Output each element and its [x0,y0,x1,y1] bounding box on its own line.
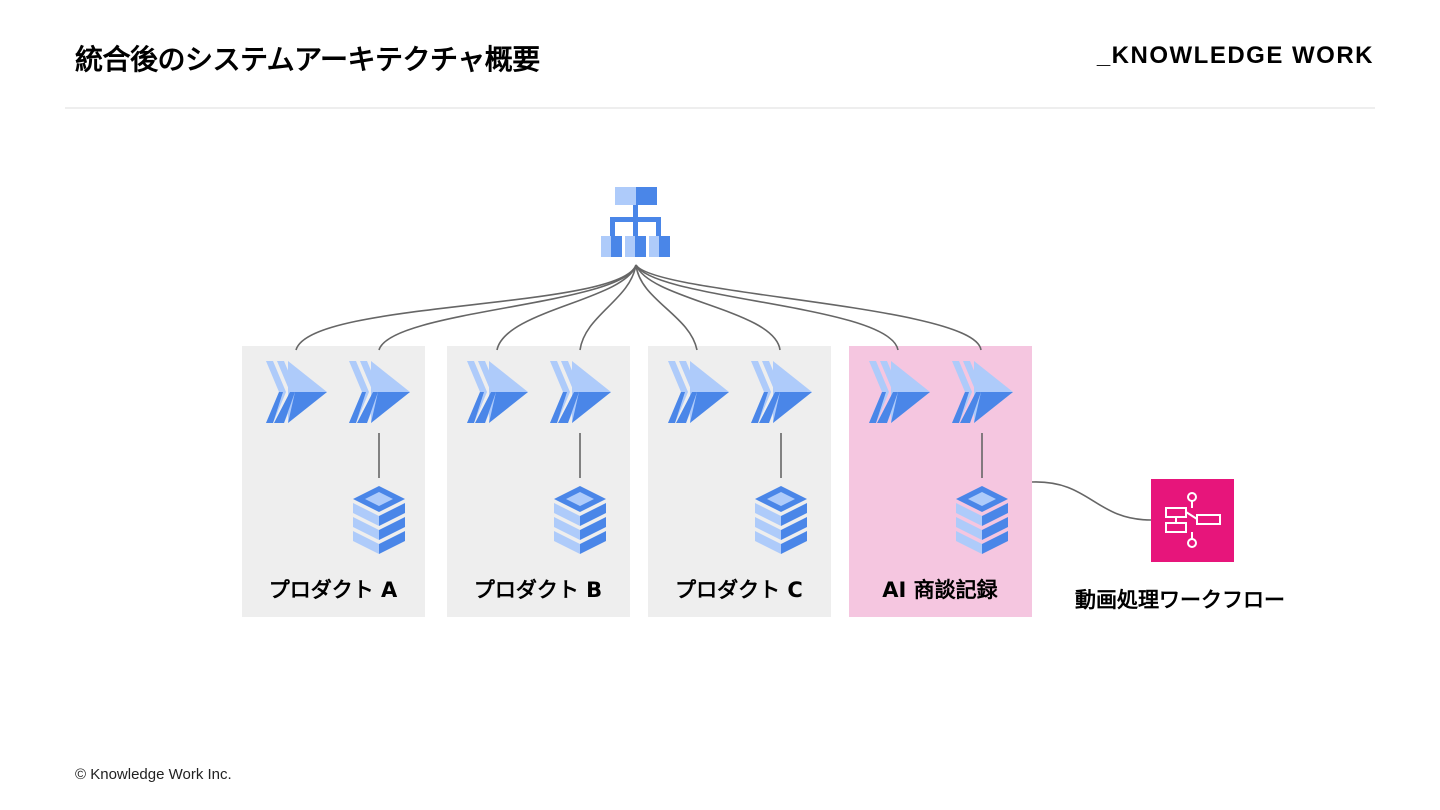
header-divider [65,107,1375,109]
brand-logo: _KNOWLEDGE WORK [1096,42,1374,69]
product-label-b: プロダクト B [474,578,602,602]
hierarchy-icon [601,187,670,257]
connectors [295,264,1152,521]
step-functions-icon [1151,479,1234,562]
product-label-ai: AI 商談記録 [882,578,998,602]
page-title: 統合後のシステムアーキテクチャ概要 [75,43,540,76]
product-label-a: プロダクト A [269,578,398,602]
product-label-c: プロダクト C [675,578,803,602]
copyright: © Knowledge Work Inc. [75,766,232,783]
workflow-label: 動画処理ワークフロー [1075,588,1285,612]
